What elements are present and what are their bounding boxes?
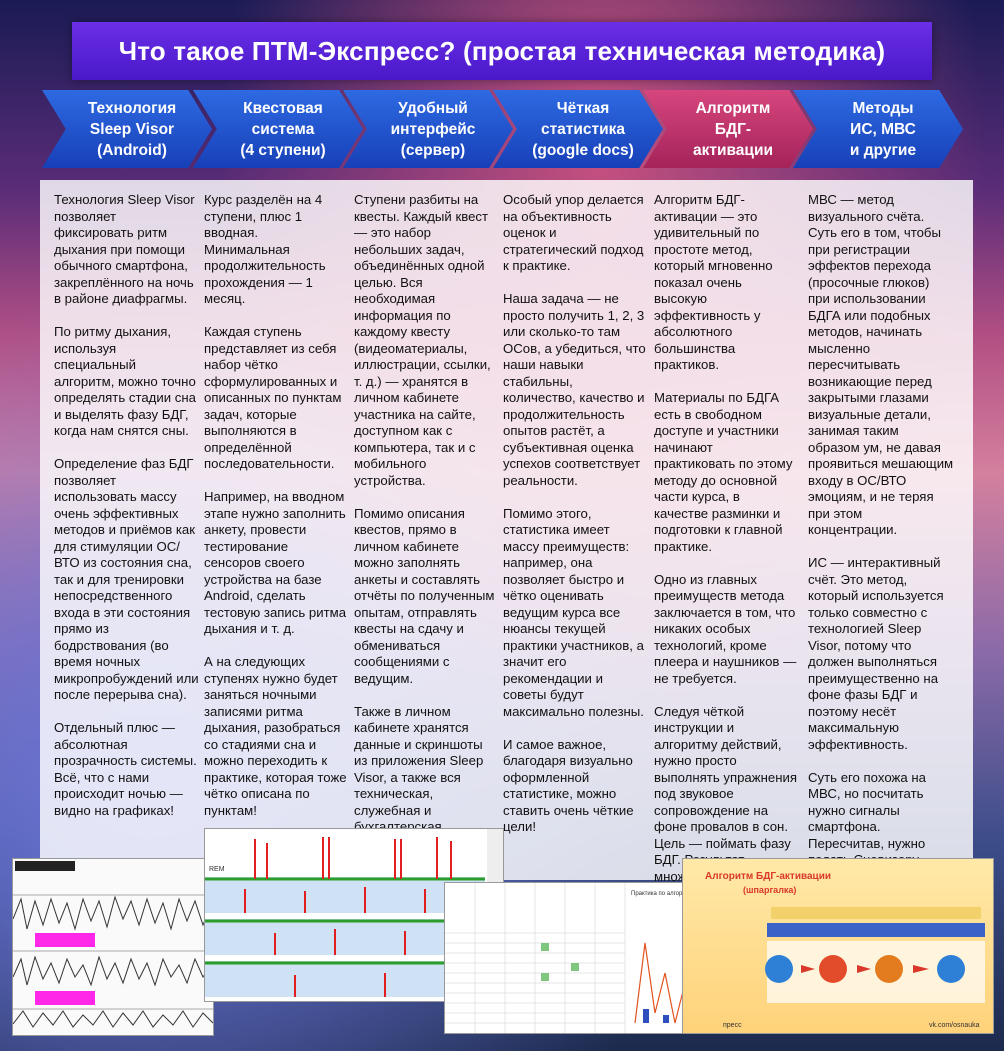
- paragraph: Следуя чёткой инструкции и алгоритму дей…: [654, 703, 797, 884]
- paragraph: МВС — метод визуального счёта. Суть его …: [808, 192, 954, 537]
- paragraph: Наша задача — не просто получить 1, 2, 3…: [503, 291, 646, 488]
- chevron-label: Удобный интерфейс (сервер): [390, 99, 476, 159]
- content-panel: [40, 180, 973, 880]
- algorithm-graphic: Алгоритм БДГ-активации (шпаргалка) пресс…: [705, 871, 985, 1029]
- waveform-graphic: [13, 859, 213, 1035]
- paragraph: ИС — интерактивный счёт. Это метод, кото…: [808, 555, 944, 752]
- paragraph: И самое важное, благодаря визуально офор…: [503, 736, 634, 835]
- paragraph: Алгоритм БДГ-активации — это удивительны…: [654, 192, 773, 372]
- paragraph: Одно из главных преимуществ метода заклю…: [654, 571, 797, 686]
- chevron-label: Чёткая статистика (google docs): [532, 99, 634, 159]
- paragraph: Курс разделён на 4 ступени, плюс 1 вводн…: [204, 192, 326, 306]
- chevron-sleep-visor: Технология Sleep Visor (Android): [42, 90, 212, 168]
- chevron-quest-system: Квестовая система (4 ступени): [193, 90, 363, 168]
- algo-footer-right: vk.com/osnauka: [929, 1022, 980, 1029]
- chevron-bdg-algorithm: Алгоритм БДГ- активации: [643, 90, 813, 168]
- algo-subtitle: (шпаргалка): [743, 885, 796, 895]
- paragraph: Материалы по БДГА есть в свободном досту…: [654, 390, 793, 554]
- column-methods: МВС — метод визуального счёта. Суть его …: [808, 192, 954, 935]
- bdg-algorithm-screenshot: Алгоритм БДГ-активации (шпаргалка) пресс…: [682, 858, 994, 1034]
- chevron-statistics: Чёткая статистика (google docs): [493, 90, 663, 168]
- chevron-label: Технология Sleep Visor (Android): [87, 99, 177, 159]
- paragraph: А на следующих ступенях нужно будет заня…: [204, 654, 347, 818]
- column-interface: Ступени разбиты на квесты. Каждый квест …: [354, 192, 497, 869]
- chevron-label: Квестовая система (4 ступени): [240, 99, 326, 159]
- chevron-methods: Методы ИС, МВС и другие: [793, 90, 963, 168]
- breathing-waveform-screenshot: [12, 858, 214, 1036]
- paragraph: Ступени разбиты на квесты. Каждый квест …: [354, 192, 491, 488]
- paragraph: Помимо описания квестов, прямо в личном …: [354, 505, 495, 686]
- paragraph: Особый упор делается на объективность оц…: [503, 192, 644, 273]
- paragraph: Определение фаз БДГ позволяет использова…: [54, 456, 199, 702]
- column-quest-system: Курс разделён на 4 ступени, плюс 1 вводн…: [204, 192, 347, 836]
- column-bdg-algorithm: Алгоритм БДГ-активации — это удивительны…: [654, 192, 797, 902]
- page-title: Что такое ПТМ-Экспресс? (простая техниче…: [118, 35, 886, 66]
- chevron-label: Методы ИС, МВС и другие: [849, 99, 917, 159]
- column-statistics: Особый упор делается на объективность оц…: [503, 192, 646, 852]
- algo-footer-left: пресс: [723, 1022, 742, 1029]
- paragraph: Отдельный плюс — абсолютная прозрачность…: [54, 720, 197, 818]
- rem-label: REM: [209, 866, 225, 873]
- chevron-label: Алгоритм БДГ- активации: [692, 99, 774, 159]
- algo-title: Алгоритм БДГ-активации: [705, 871, 831, 882]
- paragraph: Каждая ступень представляет из себя набо…: [204, 324, 342, 471]
- paragraph: Технология Sleep Visor позволяет фиксиро…: [54, 192, 195, 306]
- chevron-interface: Удобный интерфейс (сервер): [343, 90, 513, 168]
- paragraph: Помимо этого, статистика имеет массу пре…: [503, 505, 644, 719]
- paragraph: Например, на вводном этапе нужно заполни…: [204, 489, 347, 636]
- paragraph: По ритму дыхания, используя специальный …: [54, 324, 196, 438]
- column-sleep-visor: Технология Sleep Visor позволяет фиксиро…: [54, 192, 199, 836]
- page-title-banner: Что такое ПТМ-Экспресс? (простая техниче…: [72, 22, 932, 80]
